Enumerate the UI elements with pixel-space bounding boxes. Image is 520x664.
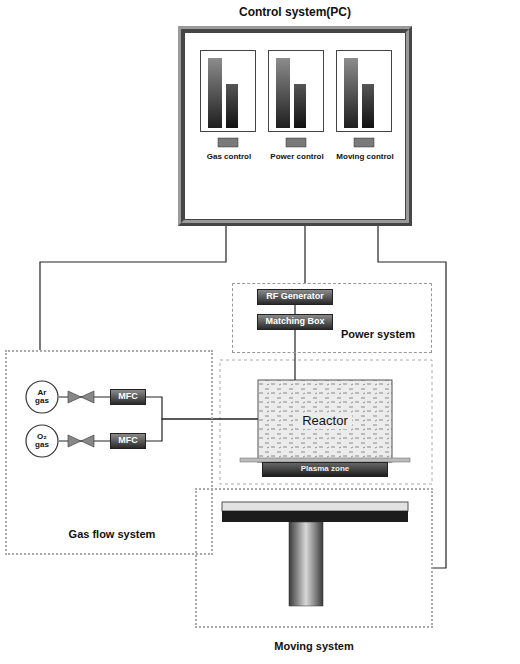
text-holder: Gas flow system — [37, 528, 187, 540]
box-label: MFC — [118, 392, 138, 402]
text-holder: Gas control — [195, 152, 263, 161]
group-label: Gas control — [207, 152, 251, 161]
box-label: MFC — [118, 436, 138, 446]
box-label: RF Generator — [266, 292, 324, 302]
reactor-region — [220, 360, 432, 484]
box-label: Matching Box — [265, 317, 324, 327]
group-label: Moving system — [274, 640, 353, 652]
stage-base — [222, 511, 408, 522]
gas-label: O₂ gas — [30, 433, 54, 449]
process-box: Matching Box — [257, 314, 333, 330]
control-panel: Moving control — [336, 50, 392, 132]
button — [354, 138, 374, 147]
box-label: Reactor — [298, 413, 352, 429]
text-holder: Plasma zone — [301, 465, 349, 474]
mfc-box: MFC — [110, 389, 146, 405]
gas-cylinder: Ar gas — [25, 380, 59, 414]
text-holder: Power system — [341, 328, 429, 340]
valve-symbol — [68, 391, 81, 403]
group-label: Moving control — [336, 152, 393, 161]
text-holder: Moving system — [197, 640, 431, 652]
circle-outline — [26, 425, 58, 457]
text-holder: Ar gas — [30, 389, 54, 405]
text-holder: MFC — [118, 392, 138, 402]
connector-line — [146, 397, 258, 419]
gas-cylinder: O₂ gas — [25, 424, 59, 458]
control-panel: Gas control — [200, 50, 256, 132]
group-label: Control system(PC) — [239, 5, 351, 19]
text-holder: Control system(PC) — [184, 5, 406, 19]
system-group: Ar gas O₂ gas MFC MFC Gas flow system — [5, 350, 213, 555]
group-label: Gas flow system — [69, 528, 156, 540]
group-label: Power system — [341, 328, 415, 340]
reactor-body — [258, 380, 392, 462]
group-label: Power control — [270, 152, 323, 161]
valve-symbol — [68, 435, 81, 447]
text-holder: Power control — [263, 152, 331, 161]
process-box: RF Generator — [257, 289, 333, 305]
valve-symbol — [81, 391, 94, 403]
box-label: Plasma zone — [301, 465, 349, 474]
button — [286, 138, 306, 147]
connector-line — [294, 330, 295, 380]
bar — [294, 84, 306, 128]
text-holder: MFC — [118, 436, 138, 446]
connector-line — [294, 305, 295, 314]
circle-outline — [26, 381, 58, 413]
bar — [226, 84, 238, 128]
connector-line — [378, 226, 446, 568]
stage-pillar — [289, 522, 323, 606]
bar — [362, 84, 374, 128]
pc-monitor: Gas controlPower controlMoving controlCo… — [178, 26, 412, 226]
valve-symbol — [81, 435, 94, 447]
connector-line — [40, 226, 226, 350]
reactor-box: Reactor — [258, 380, 392, 462]
connector-line — [304, 226, 305, 283]
connector-line — [146, 419, 258, 441]
plasma-band: Plasma zone — [262, 462, 388, 477]
bar — [208, 58, 222, 128]
bar — [276, 58, 290, 128]
system-group: RF GeneratorMatching BoxPower system — [232, 283, 432, 353]
gas-label: Ar gas — [30, 389, 54, 405]
text-holder: Moving control — [331, 152, 399, 161]
text-holder: RF Generator — [266, 292, 324, 302]
text-holder: O₂ gas — [30, 433, 54, 449]
stage-plate — [222, 502, 408, 511]
text-holder: Reactor — [298, 413, 352, 429]
control-panel: Power control — [268, 50, 324, 132]
text-holder: Matching Box — [265, 317, 324, 327]
system-group: Moving system — [195, 488, 433, 628]
mfc-box: MFC — [110, 433, 146, 449]
button — [218, 138, 238, 147]
bar — [344, 58, 358, 128]
